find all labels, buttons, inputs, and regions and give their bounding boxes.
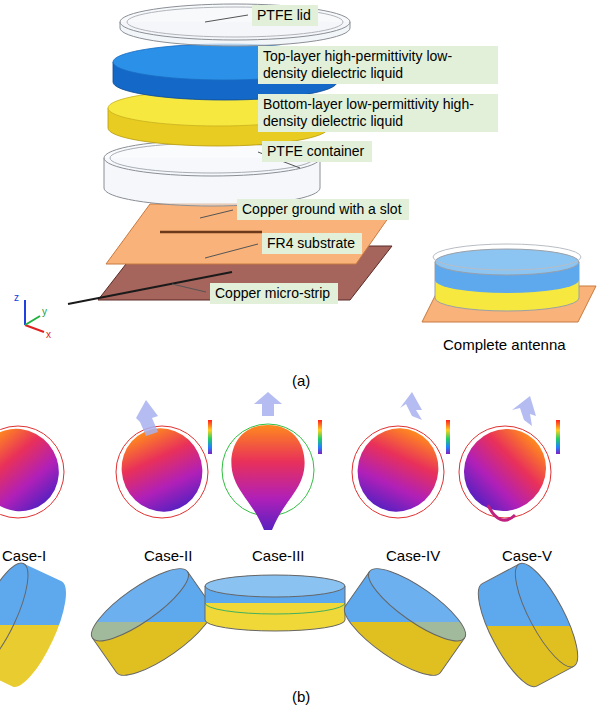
figure-label: Complete antenna [443,336,566,353]
part-label: PTFE lid [257,7,313,24]
axis-label: y [42,306,47,317]
part-label-box: FR4 substrate [262,233,362,254]
part-label-box: PTFE lid [252,5,318,26]
panel-label: (a) [292,372,310,389]
case-label: Case-V [502,547,552,564]
part-label-box: Bottom-layer low-permittivity high-densi… [258,94,498,132]
part-label: PTFE container [267,143,367,160]
part-label-box: Copper micro-strip [210,283,338,304]
case-label: Case-IV [386,547,440,564]
case-label: Case-III [252,547,305,564]
part-label-box: PTFE container [262,141,372,162]
part-label-box: Top-layer high-permittivity low-density … [258,46,498,84]
part-label: Bottom-layer low-permittivity high-densi… [263,96,493,130]
part-label: Copper micro-strip [215,285,333,302]
part-label: FR4 substrate [267,235,357,252]
part-label-box: Copper ground with a slot [237,199,409,220]
panel-label: (b) [292,688,310,705]
axis-label: x [46,329,51,340]
case-label: Case-II [144,547,192,564]
case-label: Case-I [2,547,46,564]
part-label: Copper ground with a slot [242,201,404,218]
part-label: Top-layer high-permittivity low-density … [263,48,493,82]
axis-label: z [14,292,19,303]
